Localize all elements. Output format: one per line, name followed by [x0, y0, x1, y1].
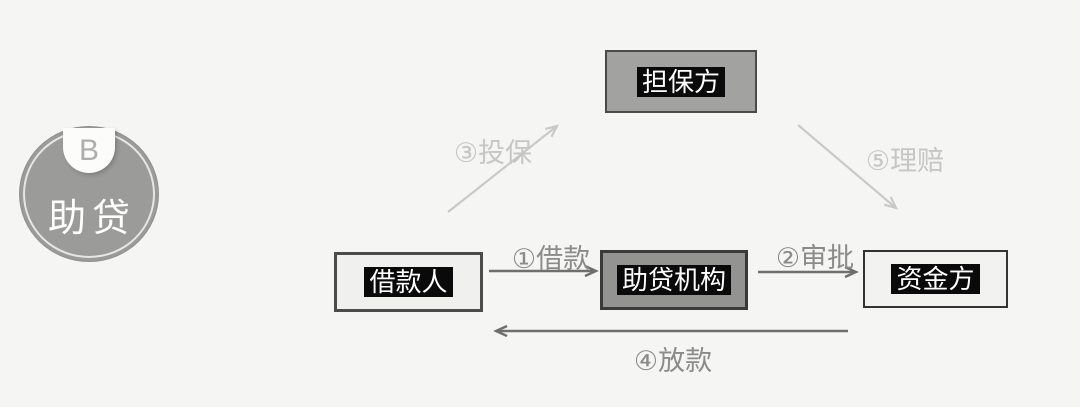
node-guarantor-label: 担保方 — [636, 66, 725, 97]
node-facilitator: 助贷机构 — [600, 250, 748, 310]
edge-label-borrow: ①借款 — [511, 244, 591, 274]
node-funder-label: 资金方 — [891, 264, 980, 294]
lending-logo-circle: B 助贷 — [19, 126, 159, 262]
logo-corner-badge: B — [63, 128, 115, 173]
node-funder: 资金方 — [863, 250, 1008, 308]
node-borrower: 借款人 — [334, 252, 483, 312]
node-guarantor: 担保方 — [605, 50, 757, 113]
edge-label-approve: ②审批 — [775, 243, 855, 273]
edge-label-claim: ⑤理赔 — [865, 146, 945, 176]
logo-title: 助贷 — [47, 198, 136, 240]
logo-badge-letter: B — [78, 133, 99, 167]
edge-label-insure: ③投保 — [453, 138, 533, 168]
arrow-insure — [447, 124, 560, 213]
edge-label-disburse: ④放款 — [633, 346, 713, 376]
arrow-claim — [797, 124, 899, 210]
node-facilitator-label: 助贷机构 — [616, 265, 731, 295]
node-borrower-label: 借款人 — [364, 267, 453, 297]
